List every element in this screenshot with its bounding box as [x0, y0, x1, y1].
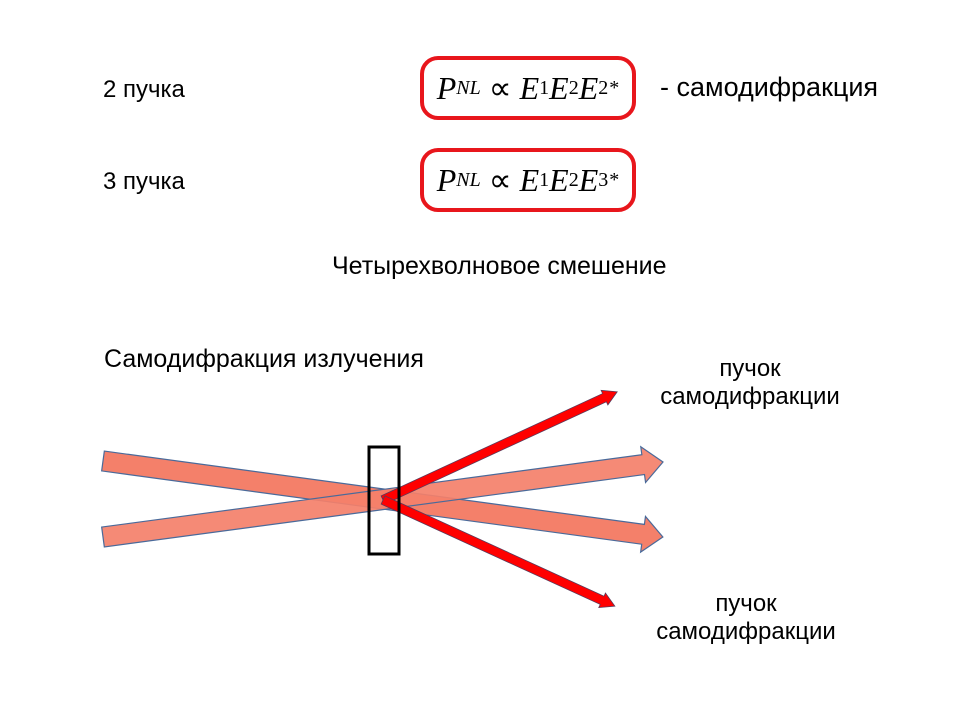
- formula-subscript: NL: [456, 169, 481, 191]
- row-label-2-beams: 2 пучка: [103, 76, 185, 103]
- conjugate-star: *: [609, 77, 620, 99]
- label-line: пучок: [715, 590, 777, 617]
- nonlinear-medium-sample: [367, 445, 401, 556]
- formula-subscript: 2: [568, 77, 579, 99]
- formula-subscript: 2: [598, 77, 609, 99]
- formula-subscript: 1: [539, 77, 550, 99]
- label-line: самодифракции: [656, 618, 836, 645]
- formula-subscript: 3: [598, 169, 609, 191]
- conjugate-star: *: [609, 169, 620, 191]
- self-diffraction-note: - самодифракция: [660, 72, 879, 102]
- formula-subscript: NL: [456, 77, 481, 99]
- formula-subscript: 2: [568, 169, 579, 191]
- formula-symbol: E: [549, 69, 569, 106]
- label-line: самодифракции: [660, 383, 840, 410]
- formula-symbol: E: [519, 69, 540, 106]
- formula-symbol: P: [436, 161, 457, 198]
- formula-symbol: E: [578, 69, 599, 106]
- label-line: пучок: [719, 355, 781, 382]
- formula-symbol: P: [436, 69, 457, 106]
- bottom-beam-label: пучок самодифракции: [636, 590, 856, 646]
- top-beam-label: пучок самодифракции: [640, 355, 860, 411]
- diffracted-beam-top: [380, 389, 618, 505]
- formula-symbol: E: [549, 161, 569, 198]
- formula-symbol: E: [519, 161, 540, 198]
- formula-subscript: 1: [539, 169, 550, 191]
- diagram-title: Самодифракция излучения: [104, 345, 424, 373]
- diffracted-beam-bottom: [380, 495, 616, 609]
- row-label-3-beams: 3 пучка: [103, 168, 185, 195]
- proportional-symbol: ∝: [488, 70, 512, 106]
- fwm-title: Четырехволновое смешение: [332, 252, 667, 280]
- proportional-symbol: ∝: [488, 162, 512, 198]
- formula-symbol: E: [578, 161, 599, 198]
